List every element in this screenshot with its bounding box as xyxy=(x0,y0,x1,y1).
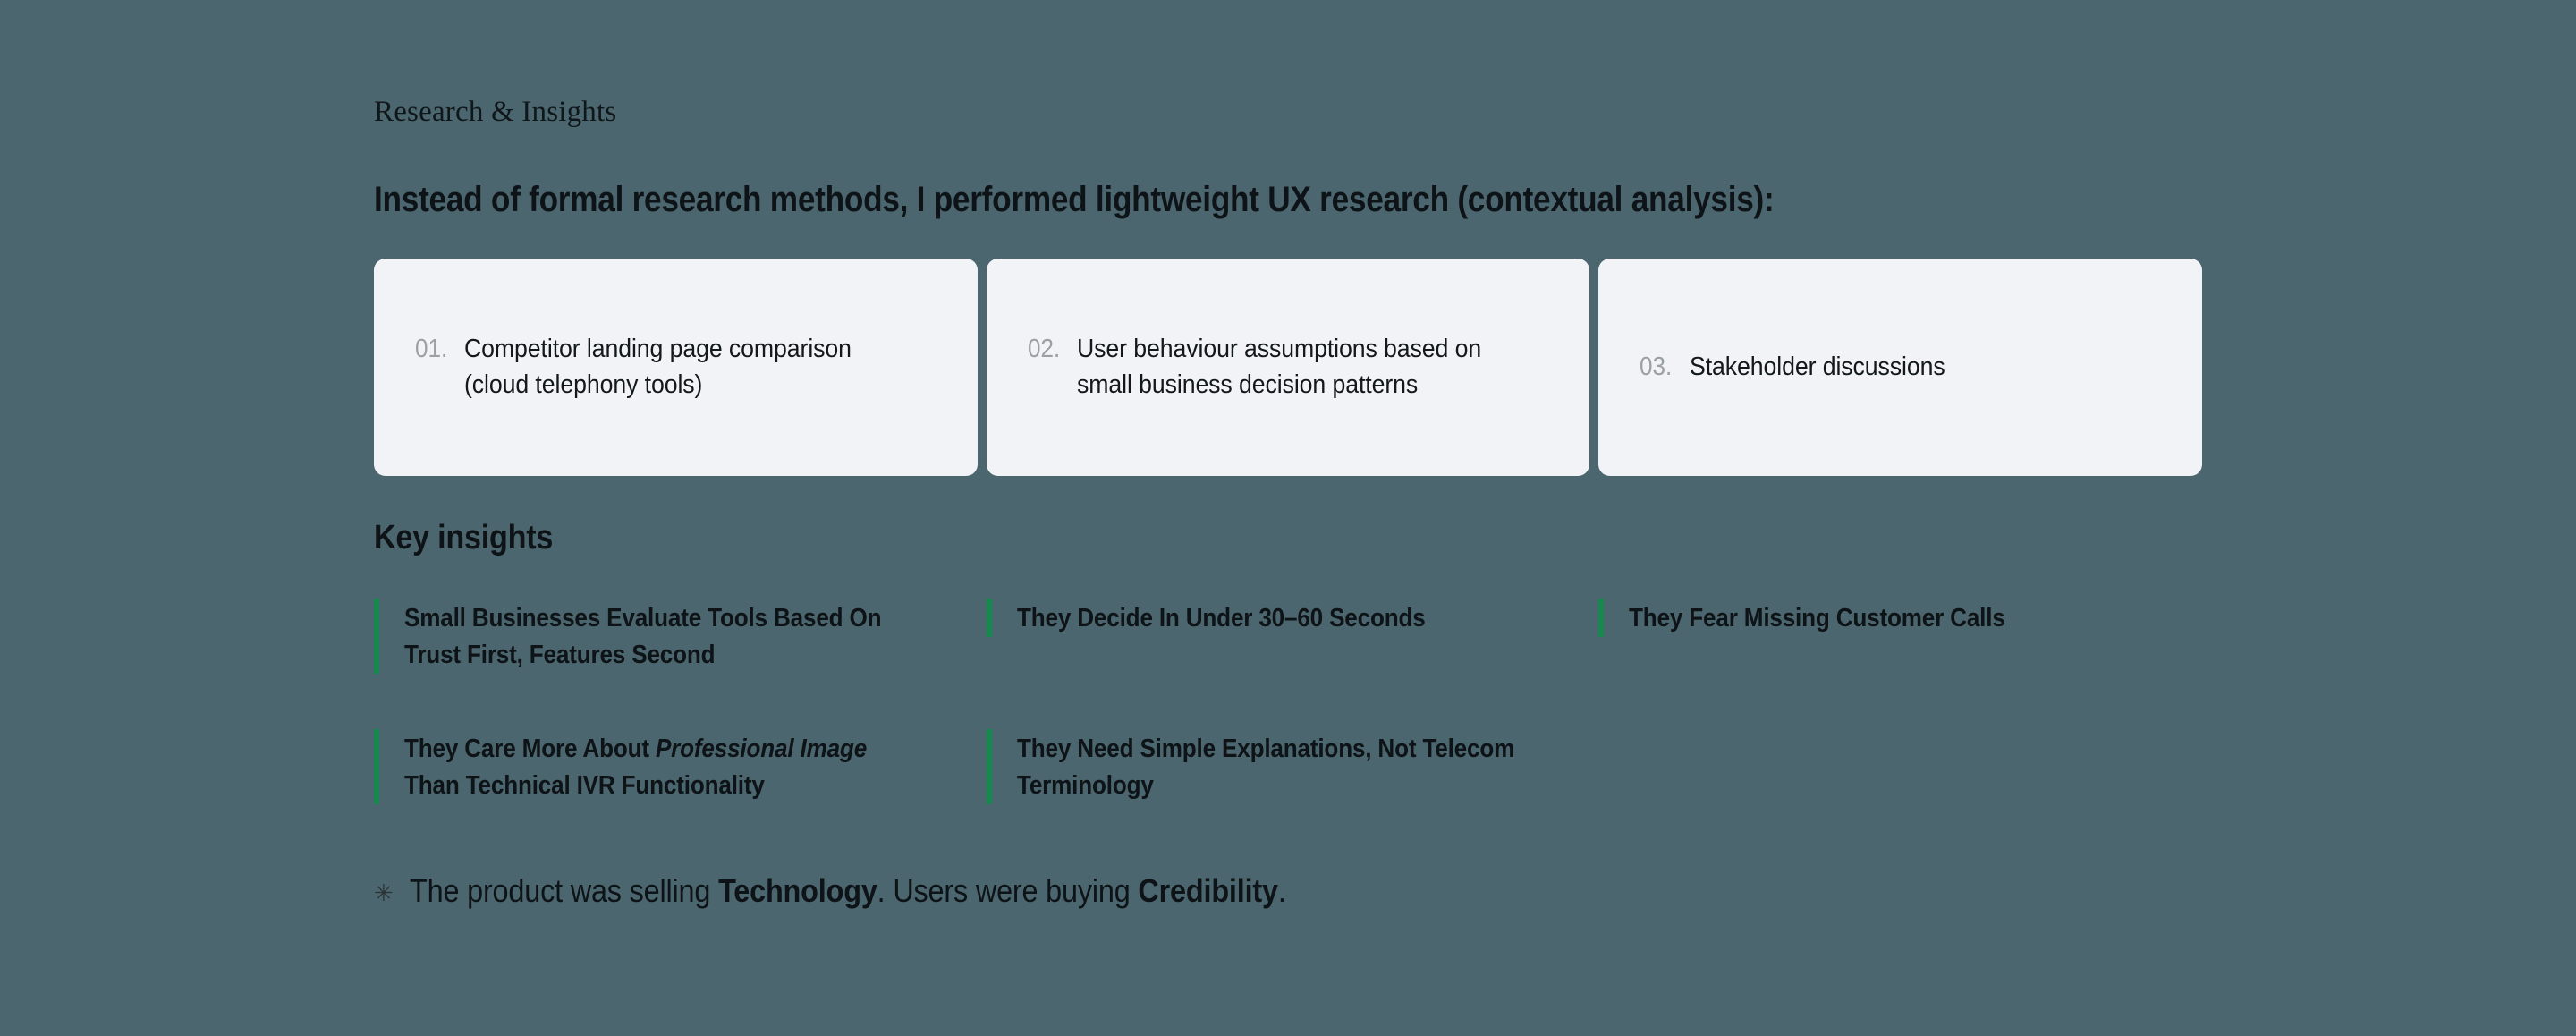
accent-bar xyxy=(986,598,992,637)
research-method-card: 03. Stakeholder discussions xyxy=(1598,258,2203,476)
card-label: Stakeholder discussions xyxy=(1689,352,1945,382)
card-number: 02. xyxy=(1027,335,1060,364)
sparkle-asterisk-icon: ✳ xyxy=(374,879,394,907)
insight-label: They Need Simple Explanations, Not Telec… xyxy=(1016,734,1514,801)
insight-label: Small Businesses Evaluate Tools Based On… xyxy=(404,603,882,669)
card-label: Competitor landing page comparison (clou… xyxy=(464,335,852,400)
insight-label: They Decide In Under 30–60 Seconds xyxy=(1016,603,1426,633)
insight-item: Small Businesses Evaluate Tools Based On… xyxy=(374,582,978,690)
research-method-card: 02. User behaviour assumptions based on … xyxy=(986,258,1590,476)
card-label: User behaviour assumptions based on smal… xyxy=(1077,335,1482,400)
card-content: 02. User behaviour assumptions based on … xyxy=(1028,331,1549,403)
content-column: Research & Insights Instead of formal re… xyxy=(374,0,2203,911)
card-number: 03. xyxy=(1640,352,1673,382)
insight-item: They Fear Missing Customer Calls xyxy=(1598,582,2202,653)
insight-label: They Fear Missing Customer Calls xyxy=(1629,603,2005,633)
card-number: 01. xyxy=(415,335,448,364)
accent-bar xyxy=(374,728,379,805)
section-heading: Instead of formal research methods, I pe… xyxy=(374,179,1775,219)
insight-item: They Need Simple Explanations, Not Telec… xyxy=(986,713,1590,820)
card-content: 03. Stakeholder discussions xyxy=(1640,349,1967,385)
card-content: 01. Competitor landing page comparison (… xyxy=(415,331,936,403)
takeaway-callout: ✳ The product was selling Technology. Us… xyxy=(374,870,2202,911)
takeaway-text: The product was selling Technology. User… xyxy=(409,872,1286,910)
eyebrow-label: Research & Insights xyxy=(374,96,617,128)
insight-item: They Care More About Professional Image … xyxy=(374,713,978,820)
research-method-card: 01. Competitor landing page comparison (… xyxy=(374,258,978,476)
accent-bar xyxy=(1598,598,1605,637)
insight-item: They Decide In Under 30–60 Seconds xyxy=(986,582,1590,653)
insight-label: They Care More About Professional Image … xyxy=(404,734,868,801)
key-insights-list: Small Businesses Evaluate Tools Based On… xyxy=(374,582,2202,821)
research-methods-card-list: 01. Competitor landing page comparison (… xyxy=(374,258,2203,476)
accent-bar xyxy=(374,598,379,674)
accent-bar xyxy=(986,728,992,805)
insights-heading: Key insights xyxy=(374,518,554,556)
